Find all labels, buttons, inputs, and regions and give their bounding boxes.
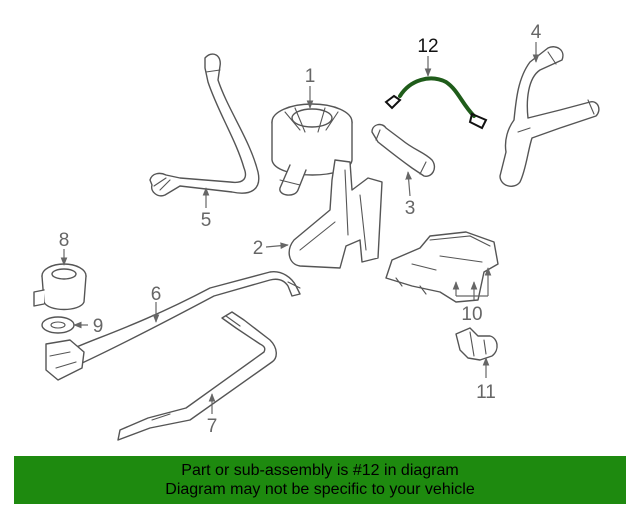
callout-leaders bbox=[60, 42, 540, 414]
parts-diagram: 1 2 3 4 5 6 7 8 9 10 11 12 bbox=[33, 22, 600, 441]
callout-11[interactable]: 11 bbox=[476, 382, 496, 403]
part-9-gasket[interactable] bbox=[41, 316, 75, 334]
callout-10[interactable]: 10 bbox=[461, 304, 482, 325]
callout-12[interactable]: 12 bbox=[417, 36, 438, 57]
part-1-air-pump[interactable] bbox=[271, 103, 353, 196]
callout-6[interactable]: 6 bbox=[151, 284, 162, 305]
part-5-hose[interactable] bbox=[149, 53, 260, 197]
banner-line-1: Part or sub-assembly is #12 in diagram bbox=[181, 462, 459, 479]
callout-3[interactable]: 3 bbox=[405, 198, 416, 219]
highlight-banner: Part or sub-assembly is #12 in diagram D… bbox=[14, 456, 626, 504]
callout-5[interactable]: 5 bbox=[201, 210, 212, 231]
part-10-housing[interactable] bbox=[385, 231, 499, 303]
part-2-bracket[interactable] bbox=[288, 159, 383, 269]
part-3-hose[interactable] bbox=[371, 123, 436, 177]
part-12-wiring-harness[interactable] bbox=[384, 76, 488, 130]
callout-8[interactable]: 8 bbox=[59, 230, 70, 251]
callout-7[interactable]: 7 bbox=[207, 416, 218, 437]
banner-line-2: Diagram may not be specific to your vehi… bbox=[165, 481, 475, 498]
callout-4[interactable]: 4 bbox=[531, 22, 542, 43]
part-8-valve[interactable] bbox=[33, 263, 87, 311]
part-7-pipe[interactable] bbox=[117, 311, 277, 441]
part-6-pipe[interactable] bbox=[45, 271, 301, 381]
callout-labels: 1 2 3 4 5 6 7 8 9 10 11 12 bbox=[59, 22, 542, 437]
callout-9[interactable]: 9 bbox=[93, 316, 104, 337]
callout-1[interactable]: 1 bbox=[305, 66, 316, 87]
part-11-sensor[interactable] bbox=[455, 327, 498, 361]
callout-2[interactable]: 2 bbox=[253, 238, 264, 259]
part-4-y-hose[interactable] bbox=[499, 46, 600, 187]
